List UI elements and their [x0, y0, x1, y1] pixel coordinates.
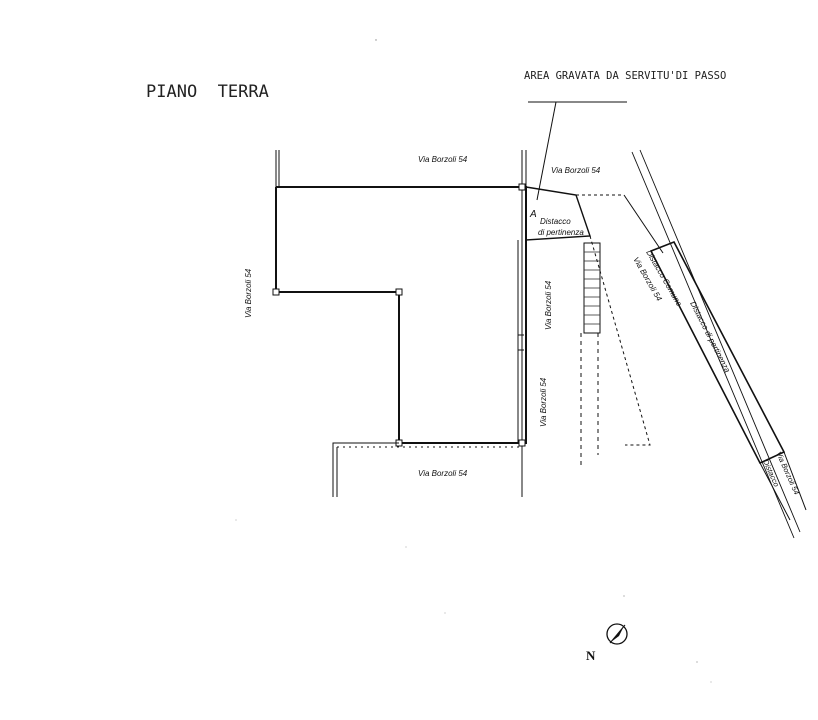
label-via-top: Via Borzoli 54 — [418, 155, 468, 164]
distacco-comune-right-edge — [623, 194, 664, 254]
label-distacco: Distacco — [540, 217, 571, 226]
label-strip-end-via: Via Borzoli 54 — [774, 450, 801, 496]
north-arrow-icon — [606, 623, 628, 645]
label-via-left: Via Borzoli 54 — [244, 268, 253, 318]
road-line-outer-1 — [631, 151, 795, 539]
staircase-treads — [584, 251, 600, 325]
marker-a: A — [529, 209, 537, 220]
scan-specks — [235, 39, 712, 683]
compass-letter: N — [586, 648, 596, 663]
annotation-leader — [536, 101, 557, 201]
strip-bottom-extension — [759, 462, 791, 521]
label-di-pertinenza: di pertinenza — [538, 228, 584, 237]
compass: N — [586, 623, 628, 663]
label-via-center-upper: Via Borzoli 54 — [544, 280, 553, 330]
label-via-top-right: Via Borzoli 54 — [551, 166, 601, 175]
servitude-annotation: AREA GRAVATA DA SERVITU'DI PASSO — [524, 70, 726, 82]
road-line-outer-2 — [639, 149, 801, 533]
boundary-bottom-left — [332, 442, 399, 497]
building-outline — [275, 186, 527, 444]
label-via-center-lower: Via Borzoli 54 — [539, 377, 548, 427]
label-via-bottom: Via Borzoli 54 — [418, 469, 468, 478]
distacco-comune-boundary — [589, 235, 651, 446]
plan-title: PIANO TERRA — [146, 82, 269, 102]
strip-bottom-extension-2 — [783, 451, 807, 511]
